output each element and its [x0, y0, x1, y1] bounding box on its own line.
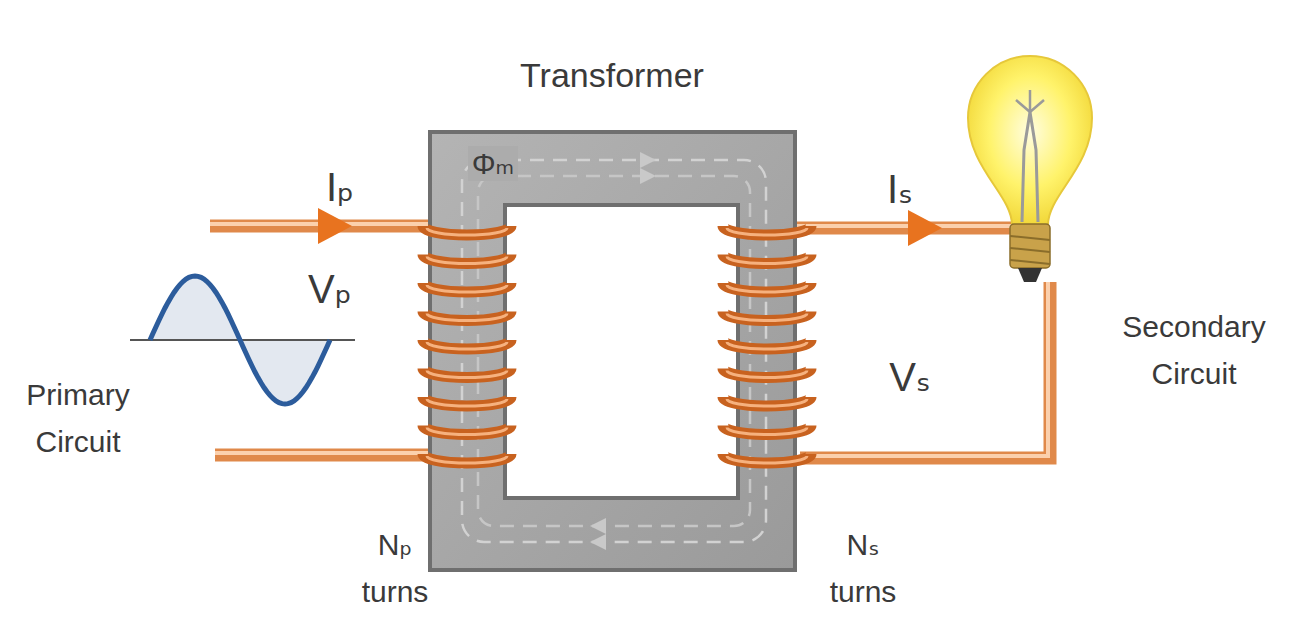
coil-highlight [727, 257, 807, 264]
coil-highlight [427, 342, 507, 349]
coil-highlight [727, 399, 807, 406]
coil-highlight [727, 456, 807, 463]
coil-highlight [727, 314, 807, 321]
coil-turn [723, 283, 811, 292]
current-symbol: Iₚ [300, 156, 380, 218]
coil-turn [423, 369, 511, 378]
turns-label: Nₚ turns [350, 522, 440, 615]
current-symbol: Iₛ [860, 158, 940, 220]
current-arrow [318, 208, 352, 244]
coil-highlight [727, 428, 807, 435]
coil-turn [423, 283, 511, 292]
flux-symbol: Φₘ [468, 146, 518, 181]
coil-highlight [427, 257, 507, 264]
coil-highlight [427, 371, 507, 378]
coil-turn [423, 426, 511, 435]
coil-turn [423, 312, 511, 321]
turns-label: Nₛ turns [818, 522, 908, 615]
current-arrow [908, 210, 942, 246]
secondary-coil [723, 226, 811, 463]
coil-turn [423, 397, 511, 406]
coil-turn [423, 454, 511, 463]
coil-highlight [727, 228, 807, 235]
flux-path [478, 176, 750, 526]
coil-turn [723, 426, 811, 435]
coil-highlight [727, 342, 807, 349]
coil-turn [723, 454, 811, 463]
voltage-symbol: Vₚ [290, 258, 370, 320]
coil-turn [723, 312, 811, 321]
coil-turn [723, 340, 811, 349]
coil-highlight [427, 428, 507, 435]
circuit-label: Primary Circuit [8, 372, 148, 465]
coil-highlight [427, 456, 507, 463]
light-bulb [968, 56, 1092, 282]
primary-wires [210, 208, 440, 455]
coil-turn [723, 226, 811, 235]
circuit-label: Secondary Circuit [1110, 304, 1278, 397]
flux-path [462, 160, 766, 542]
coil-turn [423, 340, 511, 349]
flux-arrow [590, 518, 606, 550]
primary-coil [423, 226, 511, 463]
sine-wave [150, 276, 330, 404]
secondary-wires [790, 210, 1050, 458]
coil-turn [423, 226, 511, 235]
transformer-core: TransformerΦₘ [430, 132, 795, 570]
coil-highlight [427, 314, 507, 321]
voltage-symbol: Vₛ [870, 346, 950, 408]
coil-highlight [427, 399, 507, 406]
coil-turn [723, 255, 811, 264]
coil-turn [723, 397, 811, 406]
coil-highlight [727, 285, 807, 292]
coil-highlight [427, 285, 507, 292]
coil-highlight [427, 228, 507, 235]
title-label: Transformer [462, 56, 762, 95]
coil-turn [723, 369, 811, 378]
flux-arrow [640, 152, 656, 184]
coil-turn [423, 255, 511, 264]
coil-highlight [727, 371, 807, 378]
